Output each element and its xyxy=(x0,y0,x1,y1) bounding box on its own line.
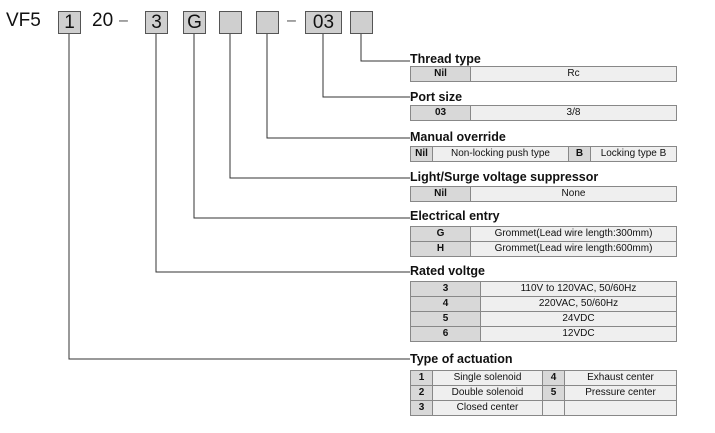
table-row: 5 24VDC xyxy=(410,311,677,327)
actuation-title: Type of actuation xyxy=(410,352,513,366)
option-value: 110V to 120VAC, 50/60Hz xyxy=(480,281,677,297)
code-box-thread xyxy=(350,11,373,34)
option-key: 6 xyxy=(410,326,481,342)
code-box-voltage: 3 xyxy=(145,11,168,34)
code-box-electrical: G xyxy=(183,11,206,34)
option-key: 4 xyxy=(542,370,565,386)
option-key: Nil xyxy=(410,186,471,202)
option-value: Exhaust center xyxy=(564,370,677,386)
port-size-table: 03 3/8 xyxy=(410,105,677,121)
option-value: Grommet(Lead wire length:600mm) xyxy=(470,241,677,257)
option-key: Nil xyxy=(410,66,471,82)
table-row: 3 110V to 120VAC, 50/60Hz xyxy=(410,281,677,297)
table-row: Nil Rc xyxy=(410,66,677,82)
option-value: 3/8 xyxy=(470,105,677,121)
option-key: 5 xyxy=(410,311,481,327)
option-key: 3 xyxy=(410,400,433,416)
code-box-surge xyxy=(219,11,242,34)
option-value: Double solenoid xyxy=(432,385,543,401)
option-value: Pressure center xyxy=(564,385,677,401)
thread-type-table: Nil Rc xyxy=(410,66,677,82)
leader-port-size xyxy=(322,33,410,98)
table-row: Nil None xyxy=(410,186,677,202)
table-row: Nil Non-locking push type B Locking type… xyxy=(410,146,677,162)
code-box-port: 03 xyxy=(305,11,342,34)
code-prefix: VF5 xyxy=(6,10,41,31)
thread-type-title: Thread type xyxy=(410,52,481,66)
manual-override-table: Nil Non-locking push type B Locking type… xyxy=(410,146,677,162)
option-value: Single solenoid xyxy=(432,370,543,386)
option-key: 5 xyxy=(542,385,565,401)
option-value: 220VAC, 50/60Hz xyxy=(480,296,677,312)
port-size-title: Port size xyxy=(410,90,463,104)
table-row: G Grommet(Lead wire length:300mm) xyxy=(410,226,677,242)
electrical-entry-title: Electrical entry xyxy=(410,209,500,223)
empty-cell xyxy=(564,400,677,416)
empty-cell xyxy=(542,400,565,416)
leader-surge xyxy=(229,33,410,179)
option-value: 24VDC xyxy=(480,311,677,327)
code-separator-2: – xyxy=(287,12,296,29)
code-separator-1: – xyxy=(119,12,128,29)
leader-rated-voltage xyxy=(155,33,410,273)
leader-manual-override xyxy=(266,33,410,139)
table-row: 6 12VDC xyxy=(410,326,677,342)
leader-thread-type xyxy=(360,33,410,62)
option-key: 4 xyxy=(410,296,481,312)
option-key: Nil xyxy=(410,146,433,162)
leader-actuation xyxy=(68,33,410,360)
option-value: Rc xyxy=(470,66,677,82)
option-value: Closed center xyxy=(432,400,543,416)
option-key: 2 xyxy=(410,385,433,401)
code-box-actuation: 1 xyxy=(58,11,81,34)
table-row: 2 Double solenoid 5 Pressure center xyxy=(410,385,677,401)
table-row: 4 220VAC, 50/60Hz xyxy=(410,296,677,312)
option-key: H xyxy=(410,241,471,257)
table-row: 1 Single solenoid 4 Exhaust center xyxy=(410,370,677,386)
actuation-table: 1 Single solenoid 4 Exhaust center 2 Dou… xyxy=(410,370,677,416)
surge-title: Light/Surge voltage suppressor xyxy=(410,170,599,184)
option-value: Locking type B xyxy=(590,146,677,162)
table-row: 03 3/8 xyxy=(410,105,677,121)
option-key: 3 xyxy=(410,281,481,297)
table-row: 3 Closed center xyxy=(410,400,677,416)
manual-override-title: Manual override xyxy=(410,130,506,144)
option-key: G xyxy=(410,226,471,242)
option-key: 1 xyxy=(410,370,433,386)
option-value: 12VDC xyxy=(480,326,677,342)
table-row: H Grommet(Lead wire length:600mm) xyxy=(410,241,677,257)
rated-voltage-title: Rated voltge xyxy=(410,264,486,278)
option-value: Non-locking push type xyxy=(432,146,569,162)
code-mid: 20 xyxy=(92,10,114,31)
code-box-override xyxy=(256,11,279,34)
electrical-entry-table: G Grommet(Lead wire length:300mm) H Grom… xyxy=(410,226,677,257)
option-value: None xyxy=(470,186,677,202)
rated-voltage-table: 3 110V to 120VAC, 50/60Hz 4 220VAC, 50/6… xyxy=(410,281,677,342)
option-value: Grommet(Lead wire length:300mm) xyxy=(470,226,677,242)
option-key: 03 xyxy=(410,105,471,121)
surge-table: Nil None xyxy=(410,186,677,202)
option-key: B xyxy=(568,146,591,162)
leader-electrical-entry xyxy=(193,33,410,219)
